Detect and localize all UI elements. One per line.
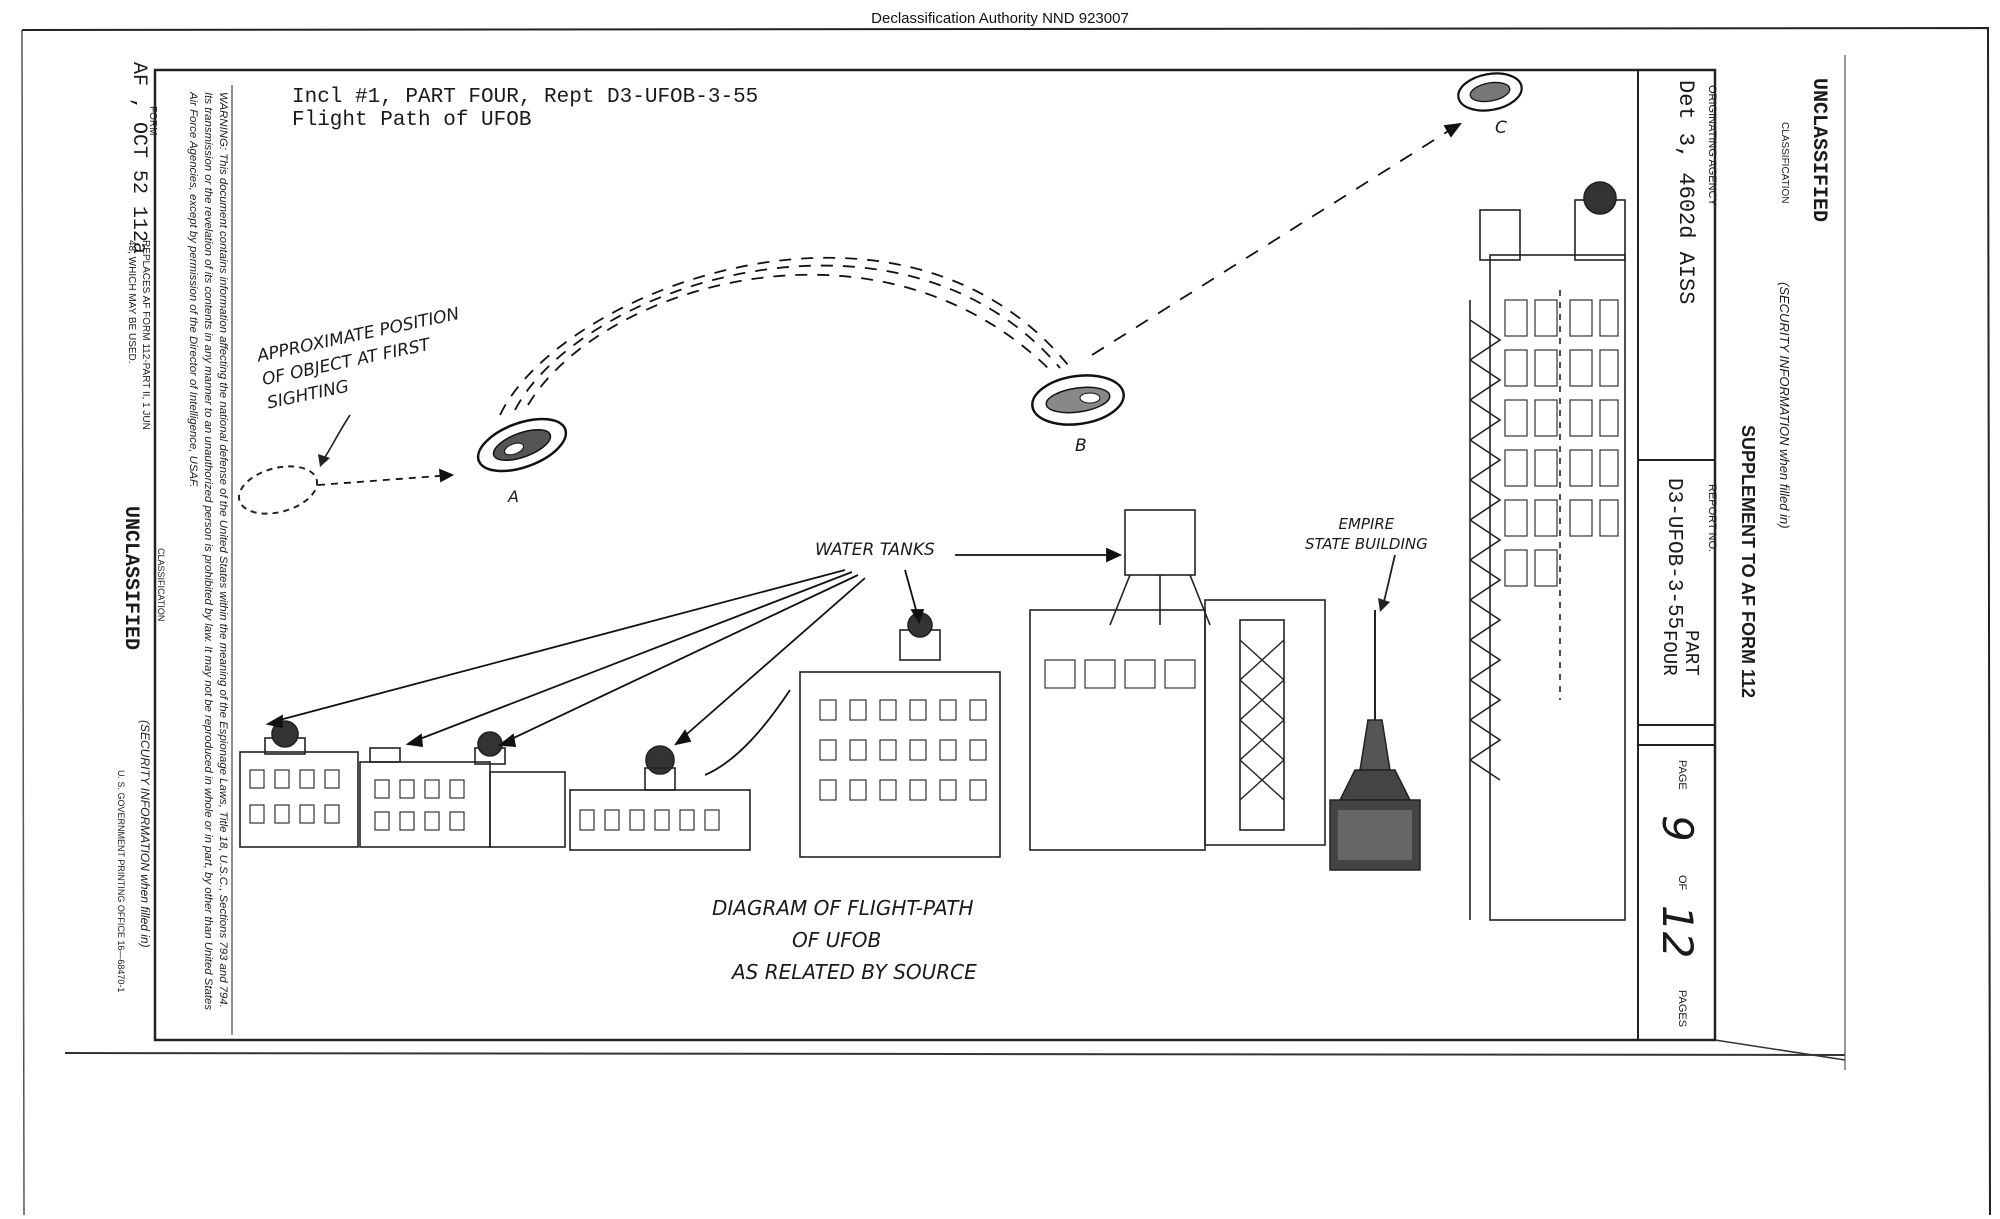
form-bottom-rule-right: [1714, 1039, 1846, 1061]
first-sighting-position: [237, 465, 319, 515]
point-a-label: A: [508, 487, 519, 506]
form-id: AF , OCT 52 112a: [127, 62, 150, 255]
page-number: 9: [1653, 815, 1702, 842]
ufo-b-icon: [1031, 374, 1125, 426]
point-c-label: C: [1495, 118, 1507, 138]
left-security-note: (SECURITY INFORMATION when filled in): [138, 720, 152, 948]
building-windows: [249, 659, 1196, 831]
page-of-label: OF: [1676, 875, 1688, 891]
form-bottom-rule: [64, 1052, 1846, 1056]
printing-office-note: U. S. GOVERNMENT PRINTING OFFICE 16—6847…: [116, 770, 126, 993]
foreground-skyscraper: [1468, 181, 1626, 921]
ufo-a-icon: [476, 417, 568, 473]
part-value: FOUR: [1658, 630, 1680, 676]
left-classification: UNCLASSIFIED: [119, 506, 142, 651]
point-b-label: B: [1075, 436, 1087, 456]
report-number: D3-UFOB-3-55: [1662, 478, 1685, 630]
part-label: PART: [1680, 630, 1702, 676]
empire-state-building: [1329, 610, 1421, 871]
ufo-c-icon: [1457, 72, 1523, 112]
supplement-title: SUPPLEMENT TO AF FORM 112: [1738, 425, 1758, 699]
report-no-label: REPORT NO.: [1706, 484, 1718, 553]
replaces-note: REPLACES AF FORM 112-PART II, 1 JUN 48, …: [126, 240, 151, 430]
paper-edge: [21, 26, 1991, 1216]
warning-text: WARNING: This document contains informat…: [187, 92, 229, 1011]
declassification-header: Declassification Authority NND 923007: [871, 10, 1129, 27]
inclusion-line: Incl #1, PART FOUR, Rept D3-UFOB-3-55: [292, 86, 759, 109]
originating-agency-label: ORIGINATING AGENCY: [1706, 85, 1718, 206]
pages-label: PAGES: [1676, 990, 1688, 1028]
left-classification-label: CLASSIFICATION: [156, 548, 166, 622]
right-classification-label: CLASSIFICATION: [1779, 122, 1790, 204]
skyline-low-buildings: [239, 509, 1326, 858]
first-sighting-pointer: [321, 414, 351, 463]
water-tank-pointers: [265, 547, 1123, 776]
diagram-caption: DIAGRAM OF FLIGHT-PATH OF UFOB AS RELATE…: [712, 896, 977, 984]
skyscraper-windows: [1504, 299, 1619, 587]
right-classification: UNCLASSIFIED: [1807, 78, 1830, 223]
paper-left-edge: [21, 29, 25, 1216]
page-total: 12: [1653, 905, 1702, 959]
page-label: PAGE: [1676, 760, 1688, 790]
water-tanks-label: WATER TANKS: [815, 540, 935, 560]
right-security-note: (SECURITY INFORMATION when filled in): [1777, 282, 1792, 529]
flight-path: [317, 122, 1463, 486]
originating-agency: Det 3, 4602d AISS: [1673, 80, 1698, 305]
document-subtitle: Flight Path of UFOB: [292, 109, 532, 132]
empire-state-label: EMPIRE STATE BUILDING: [1305, 515, 1428, 553]
lattice-tower: [1239, 639, 1285, 801]
